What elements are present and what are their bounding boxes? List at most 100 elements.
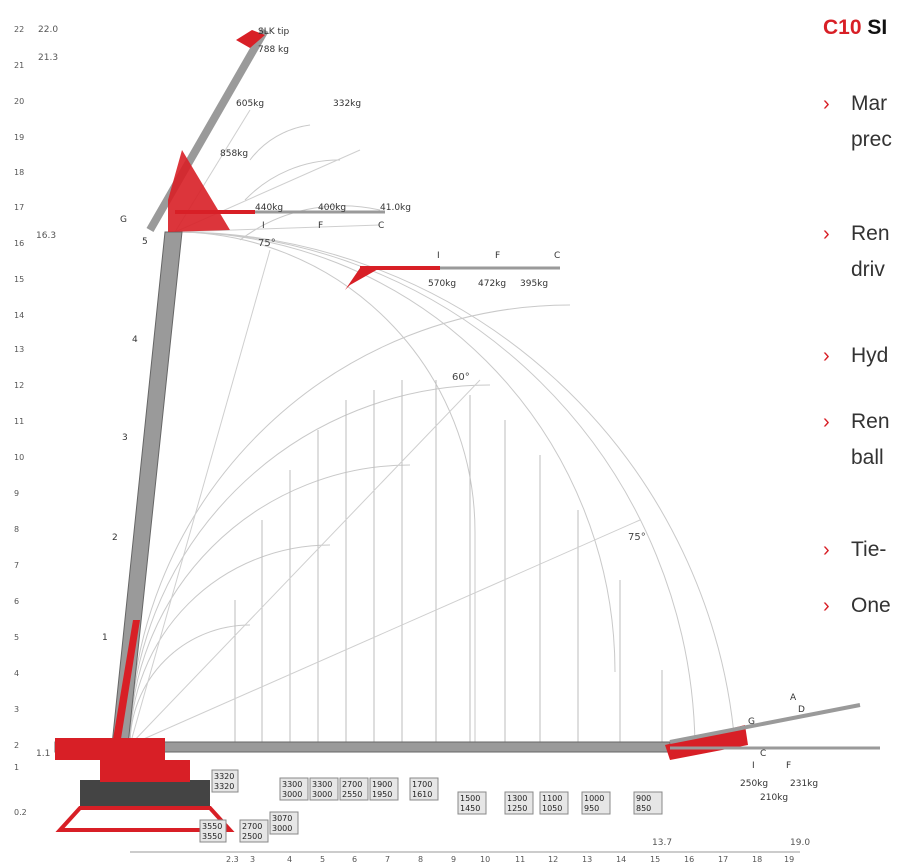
y-label: 10 [14,453,24,462]
y-label: 5 [14,633,19,642]
load-label: 395kg [520,279,548,289]
load-box-top: 3300 [312,780,332,789]
load-box-top: 3070 [272,814,292,823]
y-label: 15 [14,275,24,284]
x-mark: 19.0 [790,838,810,848]
crane-base [55,760,235,832]
load-box-top: 1500 [460,794,480,803]
x-label: 5 [320,855,325,864]
feature-item: ›Mar prec [823,92,892,152]
y-mark: 1.1 [36,749,50,759]
jib-letter: G [748,717,755,727]
load-box: 3550 3550 [199,819,227,843]
y-label: 19 [14,133,24,142]
horizontal-boom [54,703,880,760]
boom-point: 5 [142,237,148,247]
load-label: 231kg [790,779,818,789]
load-box-top: 900 [636,794,651,803]
y-label: 14 [14,311,24,320]
x-label: 7 [385,855,390,864]
jib-letter: C [760,749,766,759]
load-box-bottom: 3320 [214,782,234,791]
x-mark: 13.7 [652,838,672,848]
load-box-bottom: 1610 [412,790,432,799]
load-label: 472kg [478,279,506,289]
mid-jib [345,266,560,290]
x-label: 12 [548,855,558,864]
jib-letter: D [798,705,805,715]
y-label: 3 [14,705,19,714]
model-name: C10 [823,16,862,39]
y-mark: 21.3 [38,53,58,63]
load-box-top: 3320 [214,772,234,781]
angle-label: 60° [452,372,470,383]
chevron-right-icon: › [823,539,830,561]
x-label: 9 [451,855,456,864]
jib-letter: F [495,251,500,261]
load-box-bottom: 1950 [372,790,392,799]
jib-tip-label: SLK tip [258,27,290,37]
jib-mid-labels: 570kg 472kg 395kg I F C [428,251,560,289]
boom-section-labels: 1 2 3 4 5 G [102,215,148,643]
x-label: 13 [582,855,592,864]
load-box-bottom: 950 [584,804,599,813]
x-label: 3 [250,855,255,864]
jib-letter: F [318,221,323,231]
y-label: 12 [14,381,24,390]
load-box-top: 1700 [412,780,432,789]
x-label: 6 [352,855,357,864]
chevron-right-icon: › [823,223,830,245]
jib-letter: C [554,251,560,261]
feature-text-cont: driv [851,258,885,281]
jib-letter: I [262,221,265,231]
y-label: 2 [14,741,19,750]
crane-load-chart: 22 21 20 19 18 17 16 15 14 13 12 11 10 9… [14,25,880,864]
y-label: 7 [14,561,19,570]
feature-item: ›Ren ball [823,410,890,470]
feature-text: Ren [851,410,890,433]
jib-letter: C [378,221,384,231]
jib-letter: F [786,761,791,771]
x-label: 11 [515,855,525,864]
feature-item: › Ren driv [823,222,890,282]
feature-text: Ren [851,222,890,245]
load-box: 900 850 [633,791,663,815]
y-label: 21 [14,61,24,70]
vertical-grid [234,380,663,745]
boom-point: G [120,215,127,225]
chevron-right-icon: › [823,411,830,433]
x-label: 8 [418,855,423,864]
y-label: 16 [14,239,24,248]
y-label: 13 [14,345,24,354]
feature-item: › Tie- [823,538,886,562]
y-label: 1 [14,763,19,772]
load-label: 440kg [255,203,283,213]
boom-point: 3 [122,433,128,443]
jib-letter: I [437,251,440,261]
load-box-bottom: 3000 [282,790,302,799]
load-box-top: 1100 [542,794,562,803]
x-label: 10 [480,855,490,864]
x-label: 16 [684,855,694,864]
y-label: 4 [14,669,19,678]
load-label: 605kg [236,99,264,109]
jib-top-labels: SLK tip 788 kg 605kg 332kg 858kg 440kg 4… [220,27,411,231]
boom-point: 1 [102,633,108,643]
x-axis: 2.3 3 4 5 6 7 8 9 10 11 12 13 14 15 16 1… [130,838,810,864]
load-box: 1300 1250 [504,791,534,815]
load-box-bottom: 850 [636,804,651,813]
angle-label: 75° [628,532,646,543]
chevron-right-icon: › [823,93,830,115]
angle-labels: 75° 60° 75° [258,238,646,543]
jib-low-labels: 250kg 231kg 210kg G D A I F C [740,693,818,803]
load-box: 3300 3000 [279,777,309,801]
load-box: 1900 1950 [369,777,399,801]
load-box: 1700 1610 [409,777,439,801]
load-box: 1500 1450 [457,791,487,815]
feature-text-cont: prec [851,128,892,151]
load-box-bottom: 2500 [242,832,262,841]
load-box-bottom: 3550 [202,832,222,841]
feature-text: Tie- [851,538,887,561]
y-mark: 22.0 [38,25,58,35]
feature-text: Hyd [851,344,889,367]
